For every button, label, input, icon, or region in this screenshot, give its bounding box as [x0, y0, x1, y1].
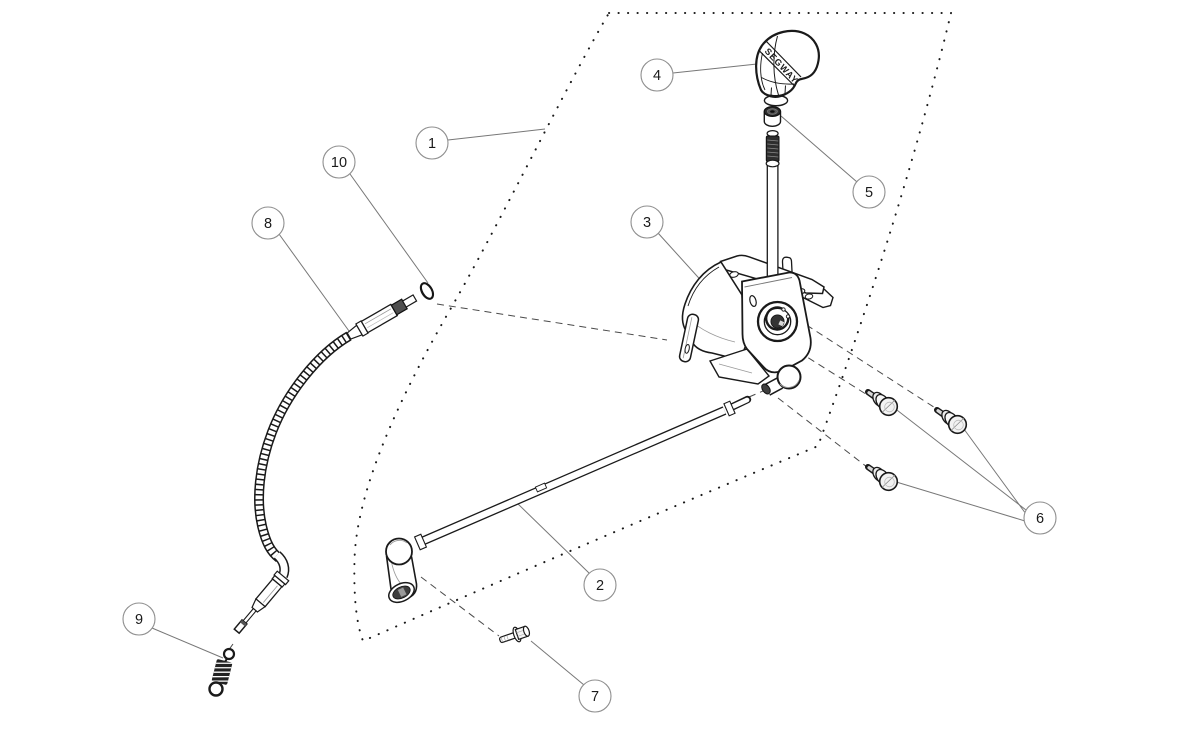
callout-4: 4	[640, 58, 674, 92]
cable-upper-fitting	[346, 282, 435, 340]
callout-2: 2	[583, 568, 617, 602]
part-shift-cable	[233, 282, 435, 635]
callout-6: 6	[1023, 501, 1057, 535]
assembly-line-rodend-to-bolt7	[420, 576, 500, 637]
svg-text:10: 10	[331, 155, 347, 171]
svg-text:3: 3	[643, 215, 651, 231]
cable-lower-fitting	[233, 570, 290, 635]
part-shift-rod	[385, 395, 752, 604]
assembly-line-bolt-lower	[777, 397, 868, 468]
callout-10: 10	[322, 145, 356, 179]
part-shifter-bracket-front	[678, 260, 812, 396]
leader-9	[151, 627, 224, 659]
bracket-foot	[678, 313, 700, 363]
rod-end-socket	[385, 537, 418, 604]
svg-text:6: 6	[1036, 511, 1044, 527]
callout-9: 9	[122, 602, 156, 636]
assembly-line-cable-to-spring	[227, 643, 234, 652]
pivot-boss	[756, 300, 799, 343]
part-bolt-7	[499, 625, 531, 644]
flange-bolt-1	[868, 390, 897, 415]
flange-bolt-3	[868, 465, 897, 490]
leader-4	[672, 63, 758, 74]
leader-5	[780, 115, 858, 183]
part-retaining-clip	[419, 282, 435, 300]
part-bolts-6	[868, 390, 966, 490]
svg-text:1: 1	[428, 136, 436, 152]
ball-stud	[761, 364, 802, 396]
callout-8: 8	[251, 206, 285, 240]
assembly-line-rod-to-ball	[748, 390, 764, 398]
leader-6c	[892, 480, 1026, 522]
flange-bolt-2	[937, 408, 966, 433]
frame-outline	[353, 12, 953, 643]
callout-3: 3	[630, 205, 664, 239]
callout-5: 5	[852, 175, 886, 209]
leader-2	[515, 501, 590, 574]
part-lever-shaft	[765, 130, 780, 285]
part-shift-knob: SEGWAY	[755, 29, 820, 107]
svg-text:9: 9	[135, 612, 143, 628]
assembly-line-cable-to-bracket	[436, 303, 668, 341]
leader-6a	[892, 406, 1027, 511]
svg-text:7: 7	[591, 689, 599, 705]
part-knob-nut	[763, 106, 782, 127]
svg-text:8: 8	[264, 216, 272, 232]
callout-1: 1	[415, 126, 449, 160]
leader-7	[530, 640, 585, 686]
leader-10	[349, 173, 429, 284]
svg-text:4: 4	[653, 68, 661, 84]
leader-lines	[151, 63, 1027, 686]
callouts: 1 2 3 4 5 6 7 8 9 10	[122, 58, 1057, 713]
leader-6b	[960, 424, 1027, 515]
leader-1	[447, 128, 546, 141]
part-return-spring	[208, 647, 236, 697]
svg-text:5: 5	[865, 185, 873, 201]
svg-text:2: 2	[596, 578, 604, 594]
leader-8	[278, 233, 350, 332]
callout-7: 7	[578, 679, 612, 713]
